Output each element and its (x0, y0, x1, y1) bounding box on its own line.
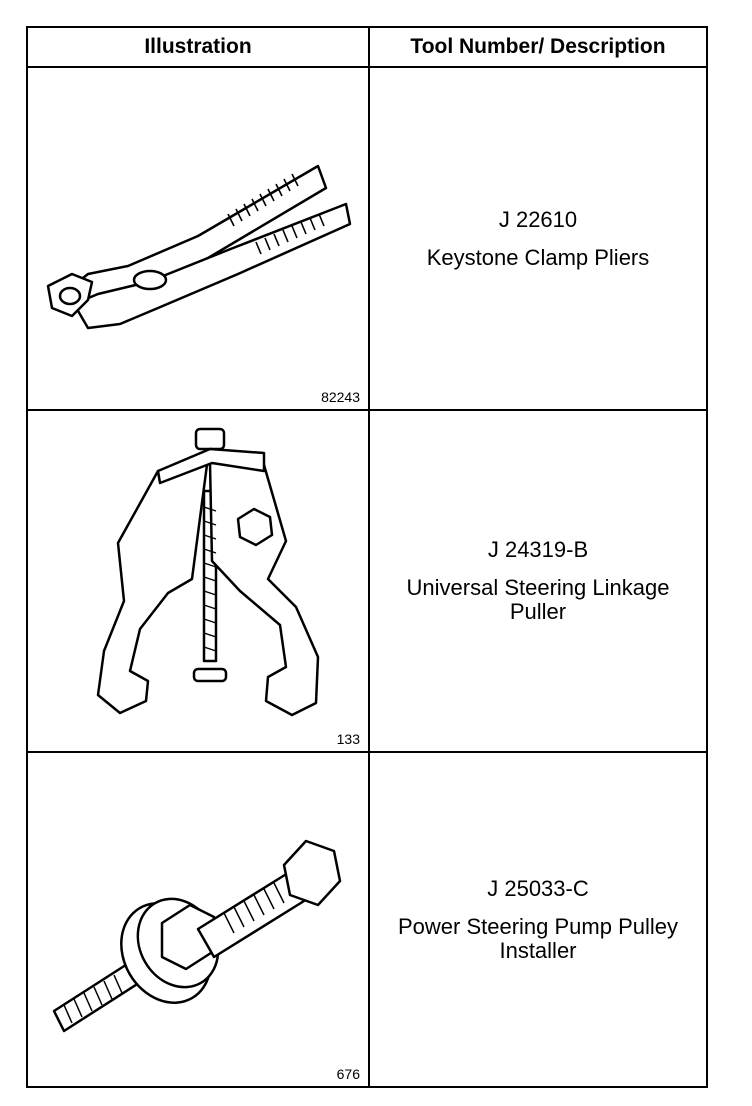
description-cell: J 25033-C Power Steering Pump Pulley Ins… (370, 753, 706, 1086)
illustration-cell: 133 (28, 411, 368, 751)
tool-number: J 24319-B (487, 537, 589, 562)
table-row: 676 J 25033-C Power Steering Pump Pulley… (28, 753, 706, 1086)
description-cell: J 22610 Keystone Clamp Pliers (370, 68, 706, 409)
table-header: Illustration Tool Number/ Description (28, 28, 706, 68)
tool-number: J 22610 (498, 206, 578, 232)
keystone-clamp-pliers-icon (46, 164, 352, 330)
column-header-illustration: Illustration (144, 35, 252, 58)
column-header-description: Tool Number/ Description (410, 35, 666, 58)
tool-description: Universal Steering Linkage Puller (406, 575, 670, 624)
tool-description: Keystone Clamp Pliers (426, 244, 650, 270)
table-row: 133 J 24319-B Universal Steering Linkage… (28, 411, 706, 753)
tool-description: Power Steering Pump Pulley Installer (397, 913, 679, 963)
illustration-cell: 676 (28, 753, 368, 1086)
description-cell: J 24319-B Universal Steering Linkage Pul… (370, 411, 706, 751)
figure-number: 676 (336, 1066, 360, 1082)
tool-table: Illustration Tool Number/ Description (26, 26, 708, 1088)
table-row: 82243 J 22610 Keystone Clamp Pliers (28, 68, 706, 411)
tool-number: J 25033-C (487, 875, 589, 901)
figure-number: 133 (336, 731, 360, 747)
steering-linkage-puller-icon (96, 427, 320, 717)
column-divider (368, 28, 370, 1086)
figure-number: 82243 (321, 389, 360, 405)
illustration-cell: 82243 (28, 68, 368, 409)
pulley-installer-icon (52, 839, 342, 1033)
